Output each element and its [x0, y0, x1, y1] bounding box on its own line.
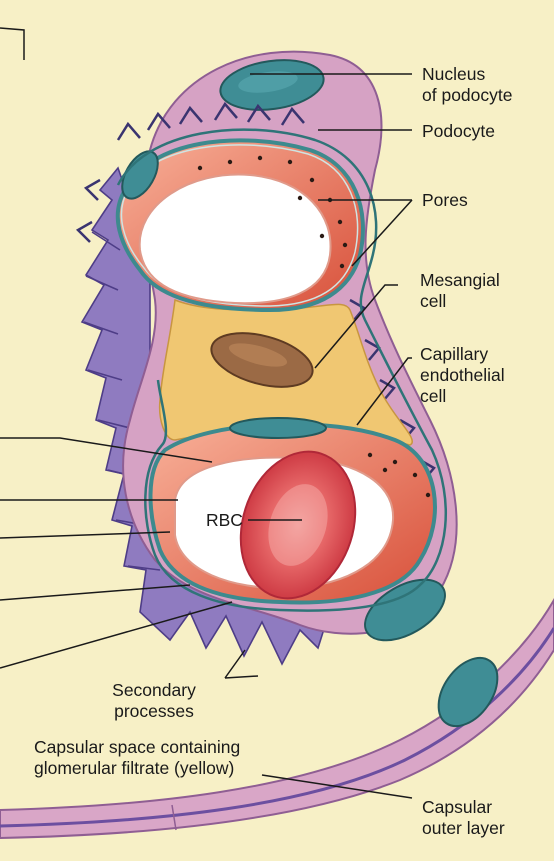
mesangial-cell-label: Mesangial cell [420, 270, 500, 312]
capillary-label-line1: Capillary [420, 344, 505, 365]
capsular-space-label-line1: Capsular space containing [34, 737, 240, 758]
pores-label: Pores [422, 190, 468, 211]
podocyte-label: Podocyte [422, 121, 495, 142]
nucleus-label: Nucleus of podocyte [422, 64, 512, 106]
capsular-outer-layer-label: Capsular outer layer [422, 797, 505, 839]
secondary-label-line1: Secondary [84, 680, 224, 701]
rbc-label: RBC [206, 510, 243, 531]
capsular-outer-label-line1: Capsular [422, 797, 505, 818]
capsular-outer-label-line2: outer layer [422, 818, 505, 839]
lower-endothelial-nucleus [230, 418, 326, 438]
capsular-space-label: Capsular space containing glomerular fil… [34, 737, 240, 779]
nucleus-label-line1: Nucleus [422, 64, 512, 85]
upper-capillary [115, 140, 363, 310]
capsular-space-label-line2: glomerular filtrate (yellow) [34, 758, 240, 779]
capillary-label-line2: endothelial [420, 365, 505, 386]
capillary-label-line3: cell [420, 386, 505, 407]
mesangial-label-line1: Mesangial [420, 270, 500, 291]
nucleus-label-line2: of podocyte [422, 85, 512, 106]
mesangial-label-line2: cell [420, 291, 500, 312]
secondary-label-line2: processes [84, 701, 224, 722]
secondary-processes-label: Secondary processes [84, 680, 224, 722]
capillary-endothelial-cell-label: Capillary endothelial cell [420, 344, 505, 407]
